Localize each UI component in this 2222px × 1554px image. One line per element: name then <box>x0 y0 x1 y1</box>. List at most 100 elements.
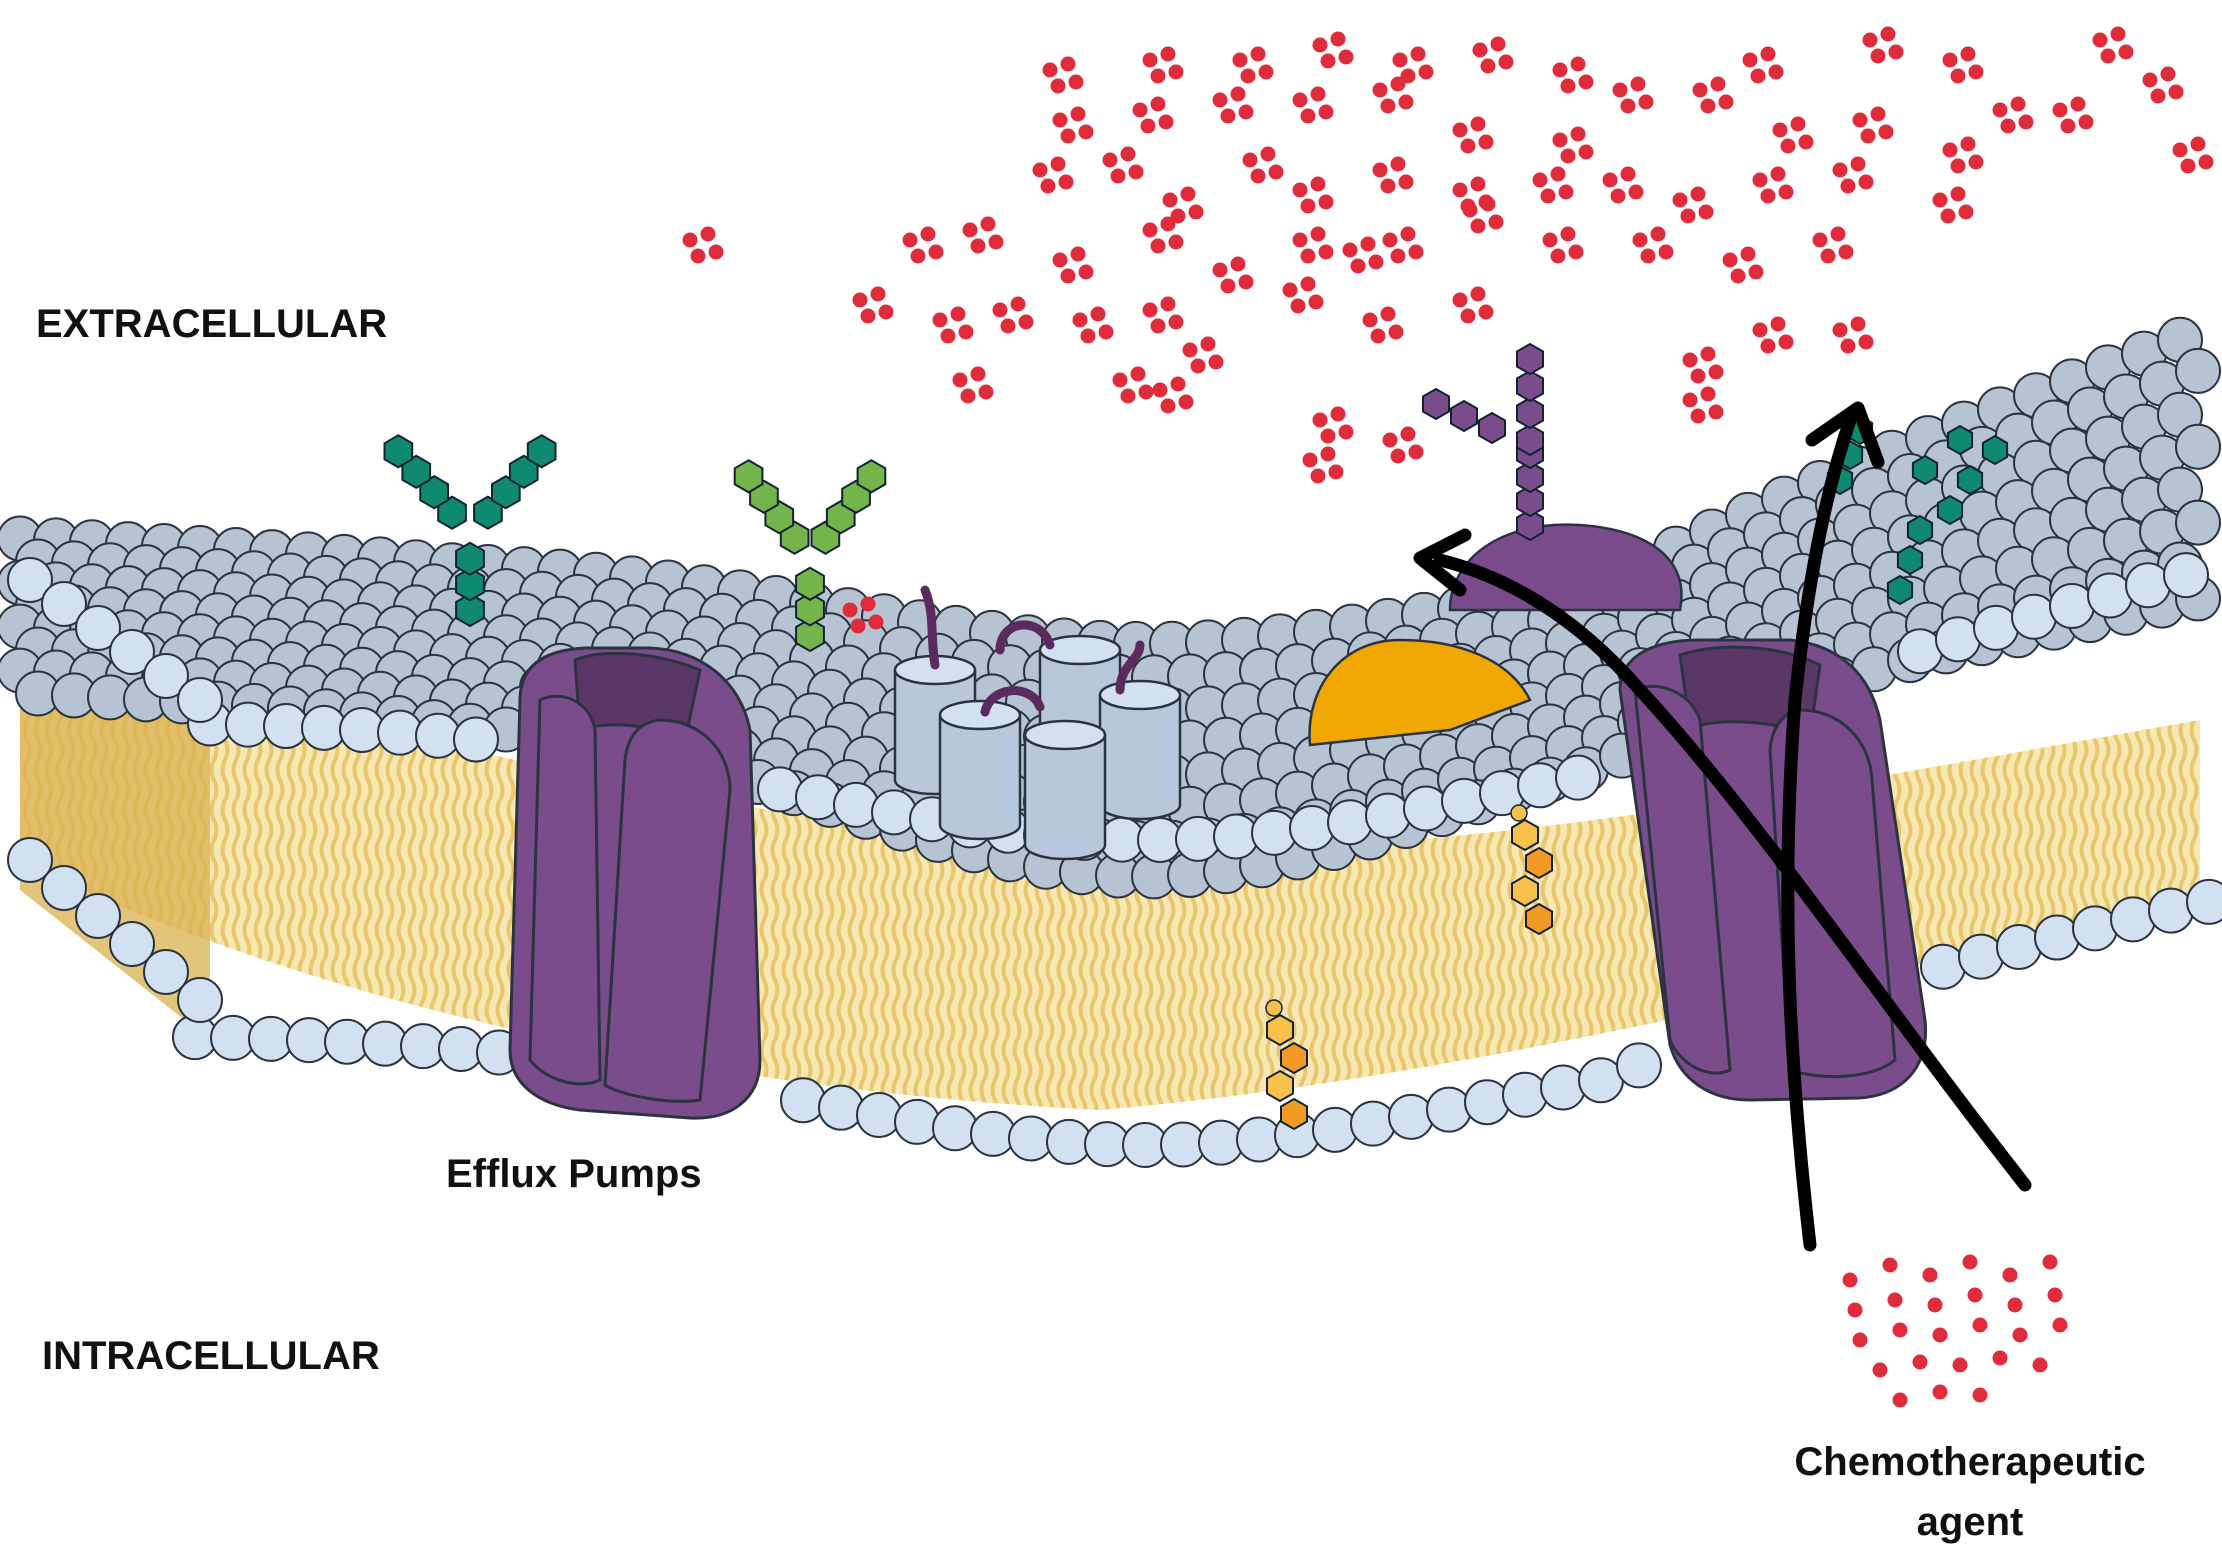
drug-dot <box>2160 66 2176 82</box>
drug-dot <box>1260 146 1276 162</box>
sugar-unit <box>795 592 825 627</box>
drug-dot <box>1638 94 1654 110</box>
drug-dot <box>690 248 706 264</box>
drug-dot <box>1292 182 1308 198</box>
lipid-head <box>833 781 879 828</box>
drug-dot <box>1532 172 1548 188</box>
drug-dot <box>1952 1357 1968 1373</box>
drug-dot <box>1960 136 1976 152</box>
drug-dot <box>1382 432 1398 448</box>
drug-dot <box>1240 68 1256 84</box>
drug-dot <box>1150 96 1166 112</box>
drug-dot <box>1628 184 1644 200</box>
drug-dot <box>1858 334 1874 350</box>
drug-dot <box>1120 388 1136 404</box>
drug-dot <box>1320 446 1336 462</box>
lipid-head <box>75 893 121 939</box>
drug-dot <box>1408 244 1424 260</box>
drug-dot <box>1170 208 1186 224</box>
drug-dot <box>1138 384 1154 400</box>
lipid-head <box>1441 777 1487 824</box>
drug-dot <box>1160 296 1176 312</box>
drug-dot <box>928 244 944 260</box>
drug-dot <box>1170 376 1186 392</box>
drug-dot <box>1400 68 1416 84</box>
drug-dot <box>1620 166 1636 182</box>
drug-dot <box>1410 46 1426 62</box>
drug-dot <box>1550 248 1566 264</box>
drug-dot <box>2047 1287 2063 1303</box>
drug-dot <box>1418 64 1434 80</box>
drug-dot <box>1640 248 1656 264</box>
drug-dot <box>1300 108 1316 124</box>
drug-dot <box>1178 394 1194 410</box>
drug-dot <box>1700 346 1716 362</box>
drug-dot <box>1718 94 1734 110</box>
drug-dot <box>970 366 986 382</box>
drug-dot <box>1068 74 1084 90</box>
drug-dot <box>1832 162 1848 178</box>
drug-dot <box>1380 178 1396 194</box>
drug-dot <box>1160 46 1176 62</box>
sugar-unit <box>1946 424 1974 456</box>
drug-dot <box>1310 176 1326 192</box>
drug-dot <box>932 312 948 328</box>
drug-dot <box>1292 232 1308 248</box>
drug-dot <box>2000 118 2016 134</box>
drug-dot <box>1242 152 1258 168</box>
drug-dot <box>1452 182 1468 198</box>
drug-dot <box>2172 142 2188 158</box>
drug-dot <box>1630 76 1646 92</box>
sugar-unit <box>1525 846 1553 880</box>
drug-dot <box>952 372 968 388</box>
drug-dot <box>1968 154 1984 170</box>
drug-dot <box>1342 242 1358 258</box>
drug-dot <box>1392 52 1408 68</box>
drug-dot <box>1380 306 1396 322</box>
drug-dot <box>1760 188 1776 204</box>
drug-dot <box>958 324 974 340</box>
drug-dot <box>870 286 886 302</box>
drug-dot <box>1180 186 1196 202</box>
drug-dot <box>988 234 1004 250</box>
drug-dot <box>1250 168 1266 184</box>
sugar-unit <box>383 434 414 469</box>
drug-dot <box>1200 336 1216 352</box>
lipid-head <box>2186 878 2222 925</box>
drug-dot <box>1682 352 1698 368</box>
drug-dot <box>1650 226 1666 242</box>
lipid-head <box>1958 933 2004 980</box>
drug-dot <box>2190 136 2206 152</box>
drug-dot <box>1052 252 1068 268</box>
drug-dot <box>1750 68 1766 84</box>
drug-dot <box>1370 328 1386 344</box>
drug-dot <box>1408 444 1424 460</box>
drug-dot <box>1760 46 1776 62</box>
lipid-head <box>1616 1042 1662 1089</box>
drug-dot <box>978 384 994 400</box>
drug-dot <box>1390 156 1406 172</box>
drug-dot <box>1158 114 1174 130</box>
drug-dot <box>1000 318 1016 334</box>
drug-dot <box>1460 138 1476 154</box>
drug-dot <box>1880 26 1896 42</box>
drug-dot <box>1142 52 1158 68</box>
drug-dot <box>1220 278 1236 294</box>
lipid-head <box>1365 792 1411 839</box>
drug-dot <box>1478 304 1494 320</box>
drug-dot <box>1238 274 1254 290</box>
drug-dot <box>1568 244 1584 260</box>
drug-dot <box>1400 226 1416 242</box>
drug-dot <box>1830 226 1846 242</box>
drug-dot <box>1018 314 1034 330</box>
drug-dot <box>1390 448 1406 464</box>
lipid-head <box>143 653 189 699</box>
ion-channel-icon <box>893 585 1182 861</box>
drug-dot <box>2070 96 2086 112</box>
lipid-head <box>1350 1100 1396 1147</box>
lipid-head <box>2011 593 2057 640</box>
drug-dot <box>1372 162 1388 178</box>
lipid-head <box>932 1105 978 1152</box>
drug-dot <box>962 222 978 238</box>
drug-dot <box>1078 124 1094 140</box>
